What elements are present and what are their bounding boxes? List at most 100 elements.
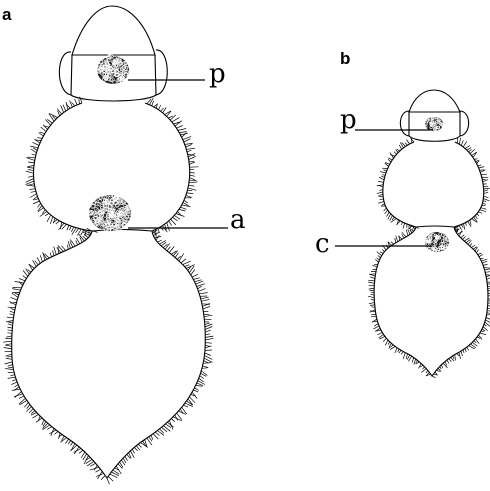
hair-bristle: [372, 319, 377, 322]
hair-bristle: [370, 274, 376, 275]
hair-bristle: [27, 167, 33, 168]
hair-bristle: [481, 259, 487, 261]
hair-bristle: [412, 358, 414, 363]
hair-bristle: [189, 162, 195, 165]
hair-bristle: [455, 355, 456, 361]
hair-bristle: [71, 227, 73, 232]
hair-bristle: [379, 177, 384, 180]
hair-bristle: [58, 435, 62, 438]
hair-bristle: [190, 172, 195, 173]
hair-bristle: [470, 243, 472, 246]
panel-b-label-p: p: [340, 105, 357, 135]
hair-bristle: [37, 138, 42, 139]
hair-bristle: [474, 341, 476, 343]
hair-bristle: [459, 138, 460, 144]
hair-bristle: [205, 343, 212, 344]
hair-bristle: [11, 309, 15, 311]
hair-bristle: [68, 242, 70, 249]
hair-bristle: [45, 213, 49, 216]
hair-bristle: [480, 258, 483, 259]
hair-bristle: [461, 225, 463, 228]
hair-bristle: [479, 167, 485, 168]
hair-bristle: [453, 356, 455, 359]
hair-bristle: [27, 405, 30, 409]
hair-bristle: [202, 368, 208, 369]
hair-bristle: [197, 383, 203, 386]
hair-bristle: [189, 185, 195, 186]
hair-bristle: [465, 349, 466, 352]
hair-bristle: [385, 210, 388, 214]
hair-bristle: [382, 250, 384, 252]
hair-bristle: [6, 336, 12, 337]
hair-bristle: [474, 159, 477, 160]
hair-bristle: [47, 427, 52, 430]
hair-bristle: [12, 289, 20, 291]
hair-bristle: [204, 314, 210, 315]
hair-bristle: [161, 108, 164, 111]
hair-bristle: [198, 289, 205, 292]
hair-bristle: [484, 324, 487, 326]
panel-b-head: [409, 90, 460, 112]
hair-bristle: [71, 444, 75, 451]
panel-a-spot-a: [88, 193, 132, 232]
hair-bristle: [197, 284, 205, 287]
hair-bristle: [37, 257, 40, 263]
panel-b-left-lobe: [400, 111, 409, 136]
hair-bristle: [188, 188, 196, 190]
hair-bristle: [203, 366, 209, 368]
hair-bristle: [65, 439, 68, 444]
hair-bristle: [189, 182, 198, 183]
hair-bristle: [486, 318, 490, 320]
hair-bristle: [120, 462, 123, 467]
hair-bristle: [28, 162, 34, 163]
hair-bristle: [162, 226, 167, 233]
hair-bristle: [189, 162, 194, 163]
hair-bristle: [189, 156, 196, 159]
hair-bristle: [175, 253, 178, 258]
hair-bristle: [477, 214, 479, 216]
hair-bristle: [69, 226, 71, 230]
hair-bristle: [190, 178, 196, 180]
hair-bristle: [182, 205, 191, 207]
hair-bristle: [406, 354, 407, 359]
hair-bristle: [464, 224, 465, 230]
panel-a-spot-p: [97, 55, 130, 85]
hair-bristle: [10, 297, 17, 300]
hair-bristle: [378, 256, 381, 258]
hair-bristle: [171, 419, 175, 422]
hair-bristle: [395, 238, 396, 243]
hair-bristle: [405, 143, 408, 145]
hair-bristle: [378, 201, 384, 203]
hair-bristle: [187, 193, 194, 194]
hair-bristle: [481, 174, 487, 175]
panel-a-waist: [92, 230, 152, 232]
hair-bristle: [387, 212, 390, 217]
hair-bristle: [484, 196, 489, 198]
hair-bristle: [447, 360, 449, 363]
hair-bristle: [11, 375, 15, 376]
hair-bristle: [461, 140, 463, 145]
hair-bristle: [193, 390, 198, 392]
hair-bristle: [167, 223, 170, 232]
hair-bristle: [407, 355, 409, 360]
hair-bristle: [15, 385, 19, 388]
hair-bristle: [369, 303, 375, 304]
hair-bristle: [173, 217, 178, 220]
hair-bristle: [76, 228, 79, 232]
hair-bristle: [479, 254, 483, 256]
hair-bristle: [123, 458, 126, 463]
hair-bristle: [153, 434, 158, 439]
hair-bristle: [375, 330, 381, 331]
panel-b: b p c: [315, 49, 490, 378]
hair-bristle: [179, 132, 186, 133]
hair-bristle: [371, 307, 375, 308]
hair-bristle: [482, 329, 485, 331]
hair-bristle: [368, 282, 374, 283]
hair-bristle: [54, 247, 57, 255]
hair-bristle: [487, 278, 490, 280]
hair-bristle: [3, 341, 12, 342]
hair-bristle: [432, 376, 435, 378]
hair-bristle: [6, 354, 12, 356]
hair-bristle: [478, 165, 482, 166]
hair-bristle: [31, 191, 36, 192]
